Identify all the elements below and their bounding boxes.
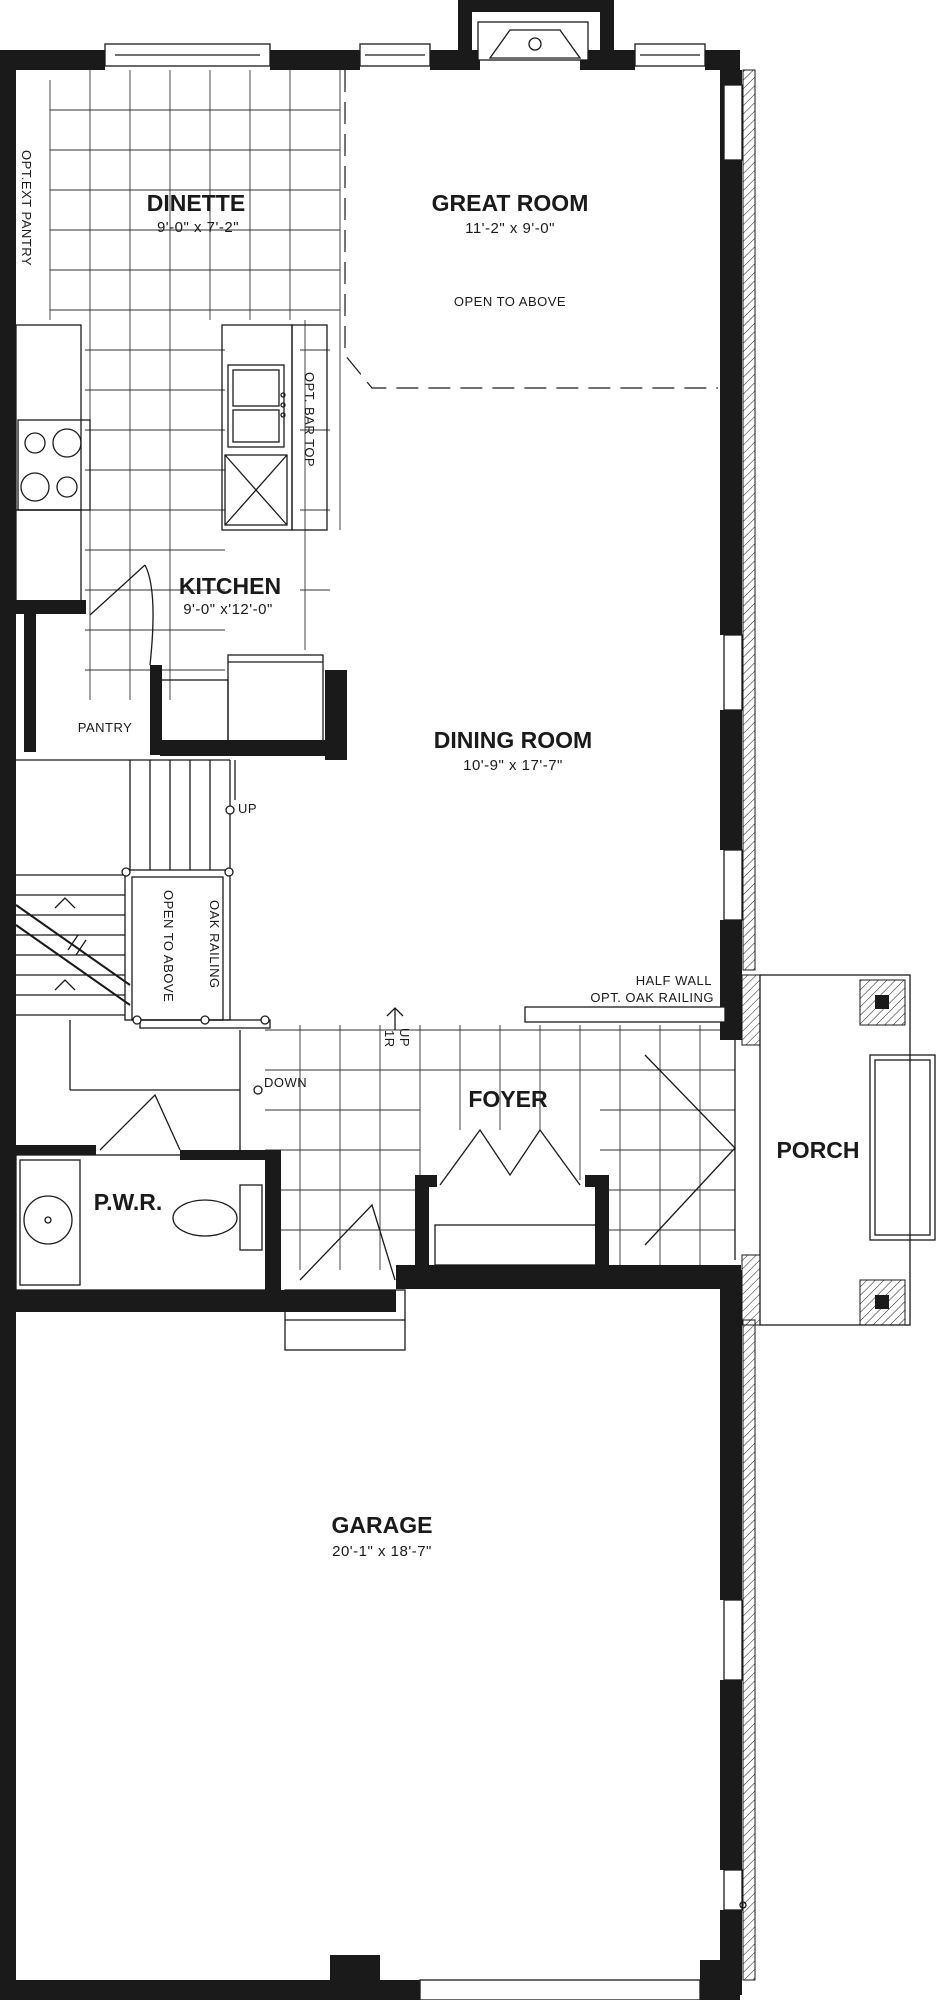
opt-bar-top-label: OPT. BAR TOP — [302, 372, 317, 467]
front-door — [644, 1035, 736, 1260]
dining-room-label: DINING ROOM — [434, 727, 592, 753]
oak-railing-label: OAK RAILING — [207, 900, 222, 989]
dishwasher — [224, 454, 288, 526]
kitchen-dims: 9'-0" x'12'-0" — [183, 601, 273, 618]
porch-structure — [741, 974, 936, 1326]
dinette-dims: 9'-0" x 7'-2" — [157, 219, 239, 236]
sink — [227, 364, 285, 448]
powder-room-fixtures — [15, 1093, 267, 1291]
stair-up-label: UP — [238, 801, 257, 816]
dinette-label: DINETTE — [147, 190, 245, 216]
garage-label: GARAGE — [332, 1512, 433, 1538]
garage-entry — [284, 1203, 406, 1351]
foyer-closet — [434, 1128, 601, 1266]
great-room-dims: 11'-2" x 9'-0" — [465, 220, 555, 237]
interior-walls — [16, 600, 742, 1290]
windows — [104, 43, 747, 2000]
up-arrow — [386, 1007, 404, 1030]
pantry-label: PANTRY — [78, 720, 133, 735]
refrigerator — [227, 654, 324, 746]
dining-room-dims: 10'-9" x 17'-7" — [463, 757, 563, 774]
exterior-siding-lower — [742, 1319, 756, 1981]
open-to-above-outline — [344, 70, 718, 389]
half-wall-label: HALF WALL — [636, 973, 712, 988]
pantry-door — [89, 564, 154, 666]
garage-dims: 20'-1" x 18'-7" — [332, 1543, 432, 1560]
up-1r-label-up: UP — [397, 1028, 412, 1047]
up-1r-label-1r: 1R — [382, 1030, 397, 1048]
foyer-label: FOYER — [468, 1086, 548, 1112]
down-label: DOWN — [264, 1075, 307, 1090]
kitchen-counters — [15, 324, 328, 746]
half-wall — [524, 1006, 726, 1023]
exterior-siding-upper — [742, 69, 756, 971]
open-to-above-note: OPEN TO ABOVE — [454, 294, 566, 309]
porch-label: PORCH — [776, 1137, 859, 1163]
foyer-tile-grid — [265, 1025, 735, 1270]
staircase — [15, 759, 271, 1150]
cooktop — [17, 419, 91, 511]
kitchen-label: KITCHEN — [179, 573, 281, 599]
powder-room-label: P.W.R. — [94, 1189, 163, 1215]
opt-ext-pantry-label: OPT.EXT PANTRY — [19, 150, 34, 266]
opt-oak-railing-label: OPT. OAK RAILING — [590, 990, 714, 1005]
fireplace — [477, 21, 589, 61]
great-room-label: GREAT ROOM — [432, 190, 589, 216]
dinette-kitchen-tile-grid — [49, 70, 341, 700]
stair-open-to-above-label: OPEN TO ABOVE — [161, 890, 176, 1002]
